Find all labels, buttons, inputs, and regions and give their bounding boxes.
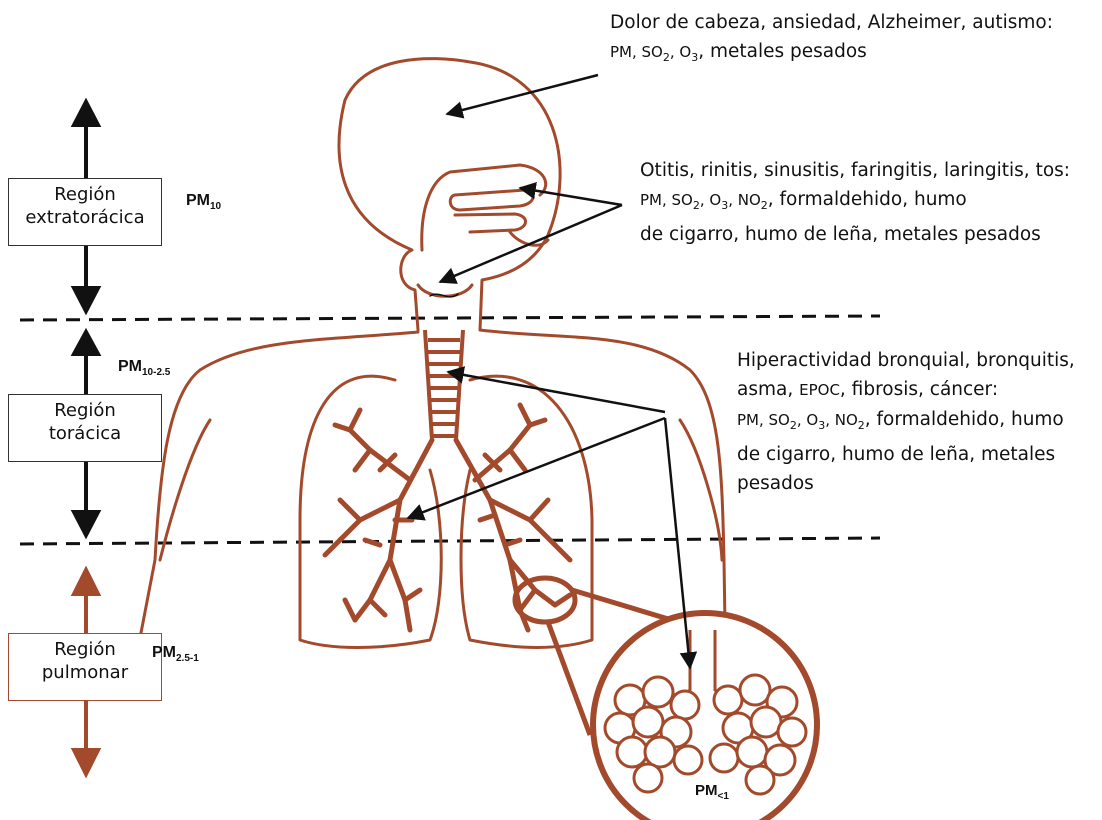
head-so: SO xyxy=(642,43,663,61)
annotation-head-line1: Dolor de cabeza, ansiedad, Alzheimer, au… xyxy=(610,8,1053,37)
region-pulmonary-line1: Región xyxy=(9,638,161,661)
upper-no: , NO xyxy=(728,191,761,209)
upper-rest: , formaldehido, humo xyxy=(768,189,967,210)
head-o: , O xyxy=(670,43,691,61)
annotation-head: Dolor de cabeza, ansiedad, Alzheimer, au… xyxy=(610,8,1053,72)
annotation-upper-airway: Otitis, rinitis, sinusitis, faringitis, … xyxy=(640,156,1070,249)
annotation-head-line2: PM, SO2, O3, metales pesados xyxy=(610,37,1053,72)
region-extrathoracic-line2: extratorácica xyxy=(9,206,161,229)
upper-o: , O xyxy=(700,191,721,209)
pm2.5-1-sub: 2.5-1 xyxy=(176,653,199,664)
thorax-o: , O xyxy=(797,411,818,429)
annotation-thorax-line1: Hiperactividad bronquial, bronquitis, xyxy=(737,346,1075,375)
annotation-thorax-line3: PM, SO2, O3, NO2, formaldehido, humo xyxy=(737,405,1075,440)
head-rest: , metales pesados xyxy=(698,41,867,62)
pm2.5-1-label: PM2.5-1 xyxy=(152,644,199,664)
bronchial-tree-left xyxy=(325,410,432,630)
thorax-no-sub: 2 xyxy=(858,419,865,432)
pm10-label: PM10 xyxy=(186,192,221,212)
region-extrathoracic-box: Región extratorácica xyxy=(8,178,162,246)
pm10-base: PM xyxy=(186,192,210,209)
pm10-2.5-base: PM xyxy=(118,358,142,375)
head-so-sub: 2 xyxy=(663,51,670,64)
upper-so-sub: 2 xyxy=(693,199,700,212)
upper-pm: PM, xyxy=(640,191,672,209)
annotation-thorax-line4: de cigarro, humo de leña, metales xyxy=(737,440,1075,469)
thorax-rest: , formaldehido, humo xyxy=(865,409,1064,430)
region-pulmonary-box: Región pulmonar xyxy=(8,633,162,701)
annotation-thorax: Hiperactividad bronquial, bronquitis, as… xyxy=(737,346,1075,498)
annotation-thorax-line5: pesados xyxy=(737,469,1075,498)
region-divider-bottom xyxy=(20,538,880,544)
pm-lt1-base: PM xyxy=(695,782,718,799)
pm10-2.5-label: PM10-2.5 xyxy=(118,358,170,378)
upper-so: SO xyxy=(672,191,693,209)
thorax-asma: asma, xyxy=(737,379,799,400)
region-thoracic-line1: Región xyxy=(9,399,161,422)
thorax-so-sub: 2 xyxy=(790,419,797,432)
thorax-no: , NO xyxy=(825,411,858,429)
thorax-so: SO xyxy=(769,411,790,429)
region-thoracic-box: Región torácica xyxy=(8,394,162,462)
pm10-sub: 10 xyxy=(210,201,221,212)
annotation-upper-line3: de cigarro, humo de leña, metales pesado… xyxy=(640,220,1070,249)
upper-no-sub: 2 xyxy=(761,199,768,212)
region-thoracic-line2: torácica xyxy=(9,422,161,445)
annotation-thorax-line2: asma, EPOC, fibrosis, cáncer: xyxy=(737,375,1075,405)
pm-lt1-sub: <1 xyxy=(718,791,729,802)
annotation-upper-line1: Otitis, rinitis, sinusitis, faringitis, … xyxy=(640,156,1070,185)
annotation-upper-line2: PM, SO2, O3, NO2, formaldehido, humo xyxy=(640,185,1070,220)
pm-lt1-label: PM<1 xyxy=(695,782,729,802)
pm10-2.5-sub: 10-2.5 xyxy=(142,367,170,378)
thorax-line2-rest: , fibrosis, cáncer: xyxy=(840,379,998,400)
thorax-pm: PM, xyxy=(737,411,769,429)
pm2.5-1-base: PM xyxy=(152,644,176,661)
head-pm: PM, xyxy=(610,43,642,61)
region-extrathoracic-line1: Región xyxy=(9,183,161,206)
region-pulmonary-line2: pulmonar xyxy=(9,661,161,684)
thorax-epoc: EPOC xyxy=(799,381,840,399)
trachea xyxy=(425,330,463,440)
region-divider-top xyxy=(20,316,880,320)
